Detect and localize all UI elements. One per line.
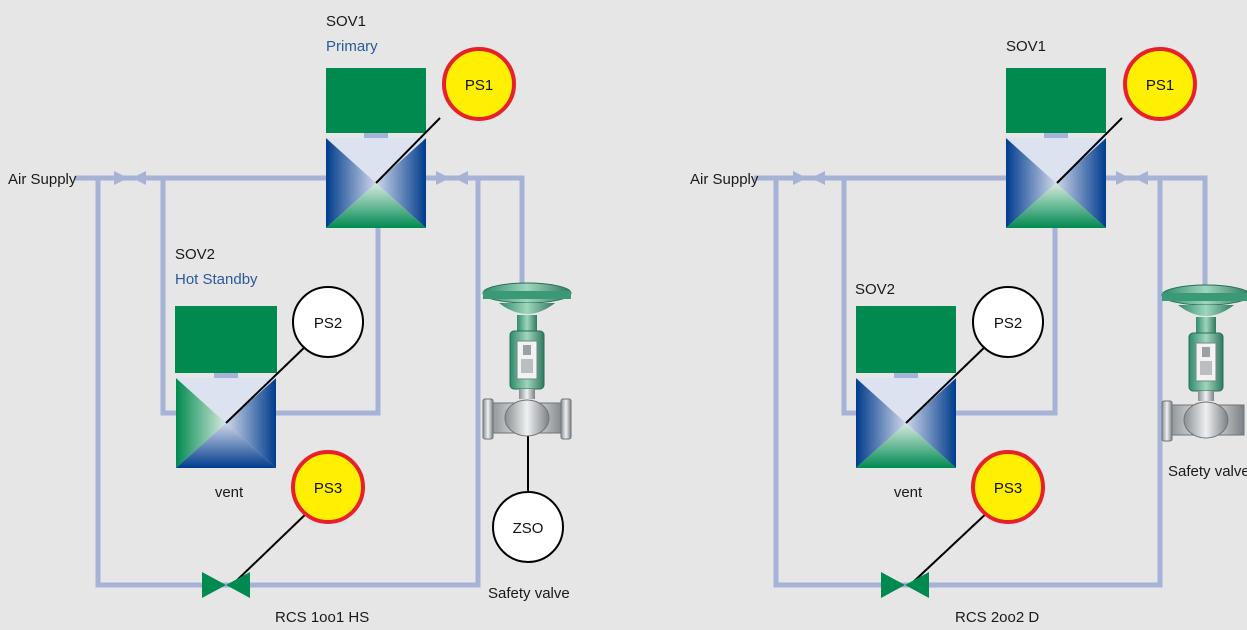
pressure-switch-icon xyxy=(971,450,1045,524)
vent-label: vent xyxy=(215,484,244,501)
pressure-switch-ps1[interactable]: PS1 xyxy=(1123,47,1197,121)
ps1-label: PS1 xyxy=(1146,77,1174,94)
sov1-valve[interactable]: SOV1 Primary xyxy=(326,13,426,228)
safety-valve-icon[interactable] xyxy=(482,282,572,440)
ps2-label: PS2 xyxy=(314,315,342,332)
position-switch-zso[interactable]: ZSO xyxy=(492,491,564,563)
diagram-rcs-1oo1-hs: Air Supply SOV1 Primary SOV2 Hot Standby xyxy=(8,13,572,626)
pressure-switch-ps3[interactable]: PS3 xyxy=(291,450,365,524)
pressure-switch-icon xyxy=(1123,47,1197,121)
sov1-role-label: Primary xyxy=(326,38,378,55)
valve-actuator-icon xyxy=(1006,138,1106,228)
vent-label: vent xyxy=(894,484,923,501)
safety-valve-label: Safety valve xyxy=(488,585,570,602)
sov2-role-label: Hot Standby xyxy=(175,271,258,288)
ps3-label: PS3 xyxy=(994,480,1022,497)
pressure-switch-ps2[interactable]: PS2 xyxy=(292,286,364,358)
pressure-switch-icon xyxy=(291,450,365,524)
sov2-label: SOV2 xyxy=(175,246,215,263)
pressure-switch-icon xyxy=(442,47,516,121)
sov1-label: SOV1 xyxy=(326,13,366,30)
air-pipes xyxy=(75,175,525,588)
ps2-label: PS2 xyxy=(994,315,1022,332)
air-supply-label: Air Supply xyxy=(8,171,77,188)
check-valve-icon[interactable] xyxy=(881,572,929,598)
sov1-actuator xyxy=(326,68,426,133)
valve-actuator-icon xyxy=(176,378,276,468)
valve-actuator-icon xyxy=(326,138,426,228)
valve-actuator-icon xyxy=(856,378,956,468)
flow-arrows xyxy=(114,171,468,185)
sov2-actuator xyxy=(856,306,956,373)
sov2-valve[interactable]: SOV2 Hot Standby vent xyxy=(175,246,277,501)
air-supply-label: Air Supply xyxy=(690,171,759,188)
sov1-valve[interactable]: SOV1 xyxy=(1006,38,1106,228)
pressure-switch-icon xyxy=(972,286,1044,358)
diagram-caption: RCS 1oo1 HS xyxy=(275,609,369,626)
position-switch-icon xyxy=(492,491,564,563)
zso-label: ZSO xyxy=(513,520,544,537)
ps3-label: PS3 xyxy=(314,480,342,497)
pressure-switch-ps1[interactable]: PS1 xyxy=(442,47,516,121)
pressure-switch-ps2[interactable]: PS2 xyxy=(972,286,1044,358)
diagram-rcs-2oo2-d: Air Supply SOV1 SOV2 vent xyxy=(690,38,1247,626)
safety-valve-label: Safety valve xyxy=(1168,463,1247,480)
flow-arrows xyxy=(793,171,1148,185)
air-pipes xyxy=(754,175,1208,588)
diagram-caption: RCS 2oo2 D xyxy=(955,609,1039,626)
safety-valve-icon[interactable] xyxy=(1161,284,1247,442)
ps1-label: PS1 xyxy=(465,77,493,94)
sov1-label: SOV1 xyxy=(1006,38,1046,55)
pressure-switch-icon xyxy=(292,286,364,358)
sov1-actuator xyxy=(1006,68,1106,133)
pressure-switch-ps3[interactable]: PS3 xyxy=(971,450,1045,524)
sov2-actuator xyxy=(175,306,277,373)
sov2-label: SOV2 xyxy=(855,281,895,298)
sov2-valve[interactable]: SOV2 vent xyxy=(855,281,956,501)
check-valve-icon[interactable] xyxy=(202,572,250,598)
